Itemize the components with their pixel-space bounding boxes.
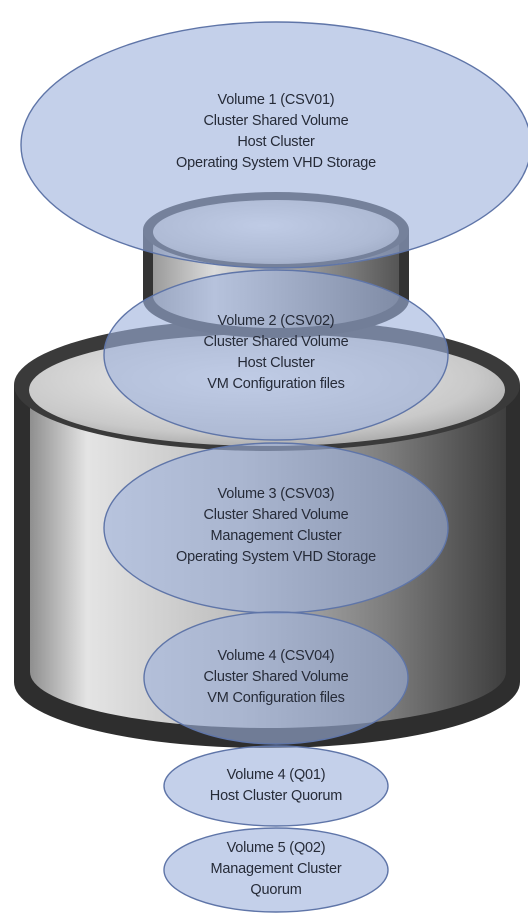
volume-2-line-1: Cluster Shared Volume: [203, 334, 349, 350]
volume-q01-label: Volume 4 (Q01) Host Cluster Quorum: [126, 765, 426, 807]
volume-1-label: Volume 1 (CSV01) Cluster Shared Volume H…: [126, 90, 426, 174]
volume-1-line-2: Host Cluster: [237, 134, 315, 150]
volume-q02-name: Volume 5 (Q02): [226, 840, 326, 856]
volume-4-label: Volume 4 (CSV04) Cluster Shared Volume V…: [126, 646, 426, 709]
volume-q02-ellipse: [163, 827, 389, 913]
volume-q01-line-1: Host Cluster Quorum: [209, 788, 343, 804]
volume-3-name: Volume 3 (CSV03): [217, 486, 335, 502]
volume-q01-ellipse: [163, 745, 389, 827]
volume-1-line-1: Cluster Shared Volume: [203, 113, 349, 129]
volume-2-line-3: VM Configuration files: [207, 376, 345, 392]
volume-1-ellipse: [20, 21, 528, 269]
volume-4-name: Volume 4 (CSV04): [217, 648, 335, 664]
volume-q01-name: Volume 4 (Q01): [226, 767, 326, 783]
volume-1-line-3: Operating System VHD Storage: [176, 155, 376, 171]
volume-q02-line-1: Management Cluster: [210, 861, 342, 877]
volume-ellipses: [20, 21, 528, 913]
volume-3-line-1: Cluster Shared Volume: [203, 507, 349, 523]
volume-4-line-1: Cluster Shared Volume: [203, 669, 349, 685]
volume-4-line-2: VM Configuration files: [207, 690, 345, 706]
volume-1-name: Volume 1 (CSV01): [217, 92, 335, 108]
volume-3-line-2: Management Cluster: [210, 528, 342, 544]
volume-2-name: Volume 2 (CSV02): [217, 313, 335, 329]
volume-3-label: Volume 3 (CSV03) Cluster Shared Volume M…: [126, 484, 426, 568]
volume-2-line-2: Host Cluster: [237, 355, 315, 371]
volume-q02-line-2: Quorum: [250, 882, 302, 898]
volume-4-ellipse: [143, 611, 409, 745]
volume-2-ellipse: [103, 269, 449, 441]
volume-q02-label: Volume 5 (Q02) Management Cluster Quorum: [126, 838, 426, 901]
volume-2-label: Volume 2 (CSV02) Cluster Shared Volume H…: [126, 311, 426, 395]
volume-3-line-3: Operating System VHD Storage: [176, 549, 376, 565]
